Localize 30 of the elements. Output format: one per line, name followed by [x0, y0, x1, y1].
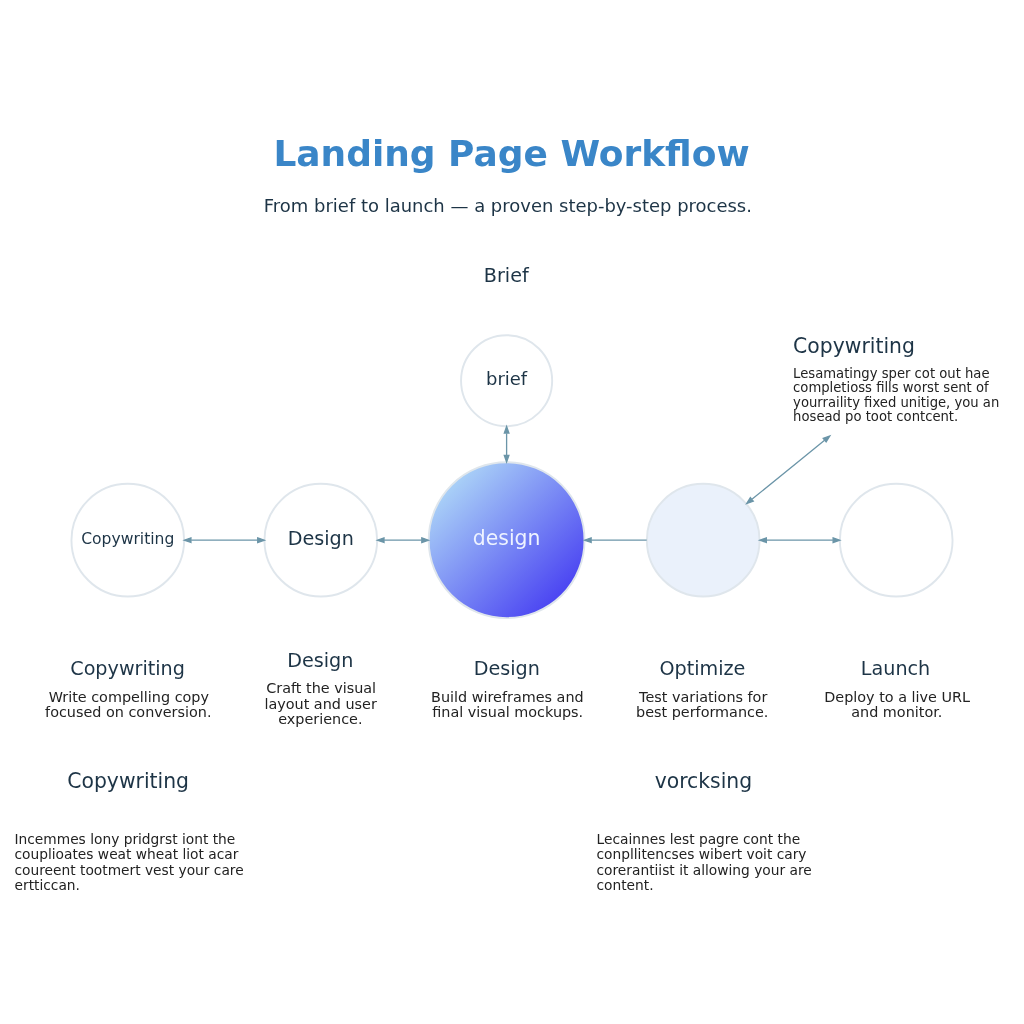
- node-label: Craft the visual layout and user experience.: [264, 680, 377, 728]
- node-label: Write compelling copy focused on conversion.: [45, 688, 212, 721]
- label: vorcksing: [654, 769, 753, 794]
- node-label: Design: [473, 657, 540, 681]
- arrow: [182, 536, 267, 544]
- node-label: Build wireframes and final visual mockups.: [431, 688, 584, 721]
- label: From brief to launch — a proven step-by-step process.: [263, 195, 752, 217]
- node-label: Copywriting: [70, 657, 185, 681]
- label: Lecainnes lest pagre cont the conpllitencses wibert voit cary corerantiist it allowing your are content.: [596, 830, 812, 894]
- node-text: Copywriting Lesamatingy sper cot out hae completioss fills worst sent of yourraility fixed unitige, you an hosead po toot contcent.: [793, 333, 1000, 425]
- node-label: Optimize: [659, 657, 746, 681]
- arrow: [757, 536, 842, 544]
- arrow: [503, 424, 510, 464]
- label: Incemmes lony pridgrst iont the couplioates weat wheat liot acar coureent tootmert vest your care ertticcan.: [14, 830, 244, 894]
- node-label: Design: [287, 649, 354, 672]
- node-circle: [838, 482, 954, 598]
- node-circle: brief: [460, 334, 554, 428]
- node-circle: Copywriting: [70, 482, 186, 598]
- node-label: Launch: [860, 657, 931, 681]
- node-circle: design: [427, 461, 586, 620]
- arrow: [745, 434, 832, 505]
- node-circle: Design: [263, 482, 379, 598]
- label: Copywriting: [67, 769, 190, 794]
- node-label: Test variations for best performance.: [636, 688, 769, 721]
- arrow: [375, 536, 431, 544]
- arrow: [582, 536, 648, 544]
- node-label: Deploy to a live URL and monitor.: [824, 688, 970, 721]
- node-circle: [645, 482, 761, 598]
- diagram-title: Landing Page Workflow: [273, 132, 750, 174]
- node-label: Brief: [483, 264, 529, 288]
